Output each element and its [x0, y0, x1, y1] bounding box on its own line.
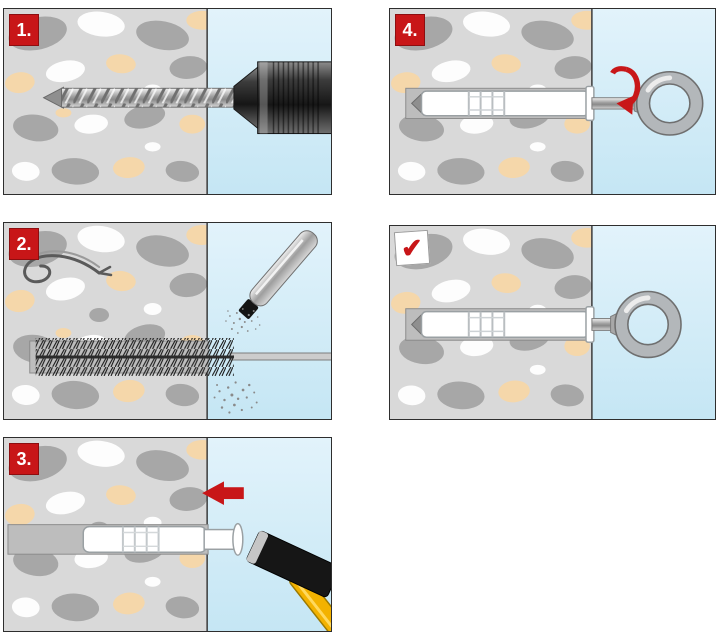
- panel-step-2: 2.: [3, 222, 332, 420]
- panel-step-1: 1.: [3, 8, 332, 195]
- step-badge: 3.: [9, 443, 39, 475]
- panel-step-4: 4.: [389, 8, 716, 195]
- wall-plug-icon: [410, 305, 595, 344]
- step-badge: 2.: [9, 228, 39, 260]
- insert-arrow-icon: [202, 481, 244, 505]
- step-badge: 1.: [9, 14, 39, 46]
- step-badge: 4.: [395, 14, 425, 46]
- cleaning-brush-icon: [35, 338, 331, 376]
- check-badge: ✔: [393, 229, 431, 267]
- eye-bolt-icon: [591, 290, 682, 359]
- wall-plug-icon: [410, 85, 595, 122]
- panel-step-3: 3.: [3, 437, 332, 632]
- hammer-icon: [246, 530, 331, 631]
- rotation-arrow-icon: [610, 66, 641, 115]
- drill-chuck-icon: [233, 61, 331, 135]
- panel-step-complete: ✔: [389, 225, 716, 420]
- blow-pump-icon: [238, 230, 318, 319]
- wall-plug-icon: [82, 522, 244, 556]
- drill-bit-icon: [42, 86, 237, 109]
- eye-bolt-icon: [591, 71, 704, 136]
